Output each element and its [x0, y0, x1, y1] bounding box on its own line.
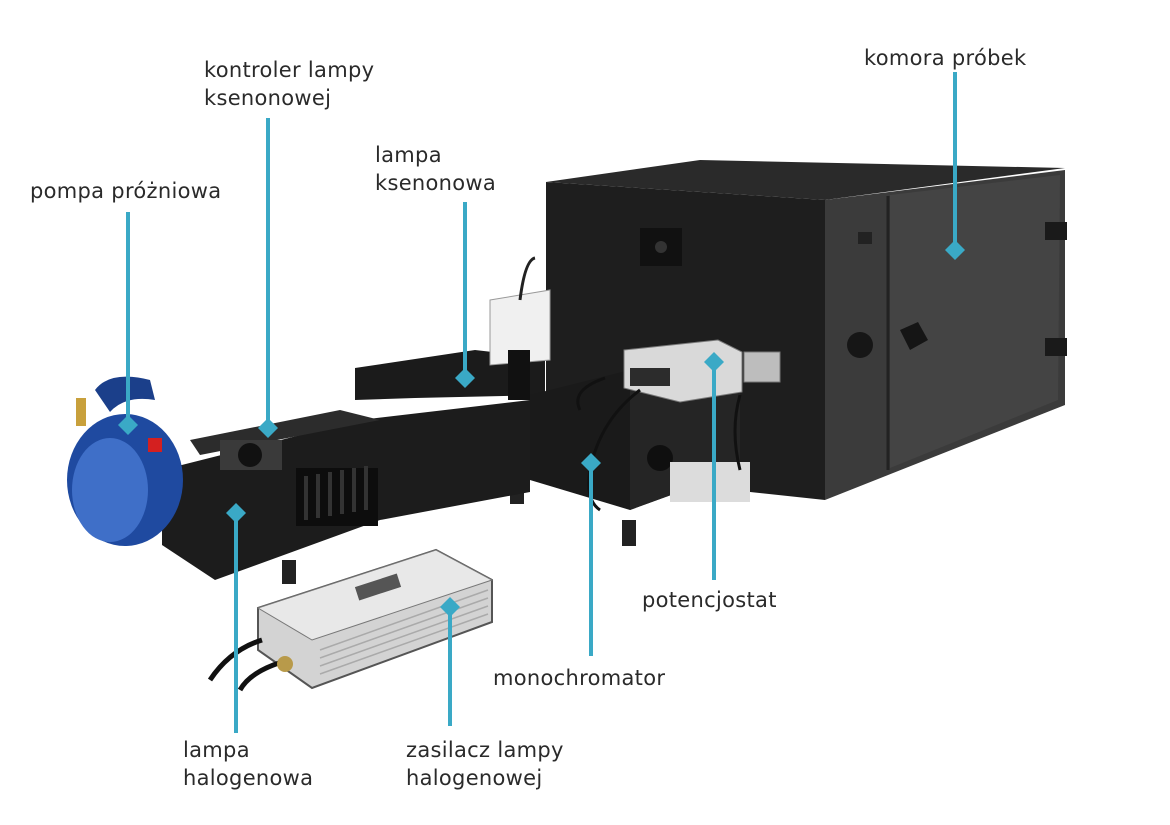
pump-switch — [148, 438, 162, 452]
chamber-knob — [847, 332, 873, 358]
label-monochromator: monochromator — [493, 666, 666, 690]
label-potencjostat: potencjostat — [642, 588, 777, 612]
label-lampa-halogenowa: lampa halogenowa — [183, 738, 314, 790]
pump-handle — [95, 376, 155, 412]
foot — [282, 560, 296, 584]
connector-panel — [670, 462, 750, 502]
label-kontroler-lampy: kontroler lampy ksenonowej — [204, 58, 375, 110]
sample-chamber-top — [546, 160, 1065, 200]
sample-chamber-door — [890, 175, 1060, 468]
label-komora-probek: komora próbek — [864, 46, 1027, 70]
label-pompa-prozniowa: pompa próżniowa — [30, 179, 222, 203]
label-zasilacz-lampy: zasilacz lampy halogenowej — [406, 738, 564, 790]
xenon-lamp-bulb-cover — [489, 289, 551, 366]
door-hinge-bottom — [1045, 338, 1067, 356]
door-handle — [900, 322, 928, 350]
door-hinge-top — [1045, 222, 1067, 240]
label-lampa-ksenonowa: lampa ksenonowa — [375, 143, 497, 195]
foot — [622, 520, 636, 546]
